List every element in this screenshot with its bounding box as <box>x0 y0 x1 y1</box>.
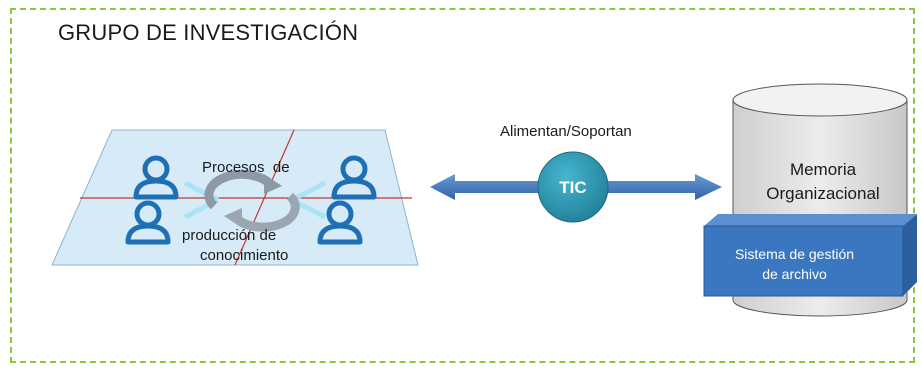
tic-circle <box>537 151 609 223</box>
person-icon <box>331 155 377 200</box>
person-icon <box>125 200 171 245</box>
process-label-line1: Procesos de <box>202 159 290 176</box>
person-icon <box>133 155 179 200</box>
cycle-arrows-icon <box>204 169 300 232</box>
file-system-label-line2: de archivo <box>762 266 827 282</box>
file-system-label-line1: Sistema de gestión <box>734 246 855 262</box>
memory-label: Memoria Organizacional <box>733 158 913 206</box>
file-system-box <box>703 214 917 297</box>
connector-label: Alimentan/Soportan <box>500 123 632 140</box>
person-icon <box>317 200 363 245</box>
tic-label: TIC <box>559 178 587 197</box>
memory-label-line1: Memoria <box>789 160 857 179</box>
file-system-label: Sistema de gestión de archivo <box>707 244 882 284</box>
process-label-line3: conocimiento <box>200 247 289 264</box>
plane-vertical-line <box>234 129 295 266</box>
diagram-title: GRUPO DE INVESTIGACIÓN <box>58 20 359 45</box>
research-group-frame <box>10 8 915 363</box>
memory-label-line2: Organizacional <box>766 184 880 203</box>
process-label-line2: producción de <box>182 227 277 244</box>
